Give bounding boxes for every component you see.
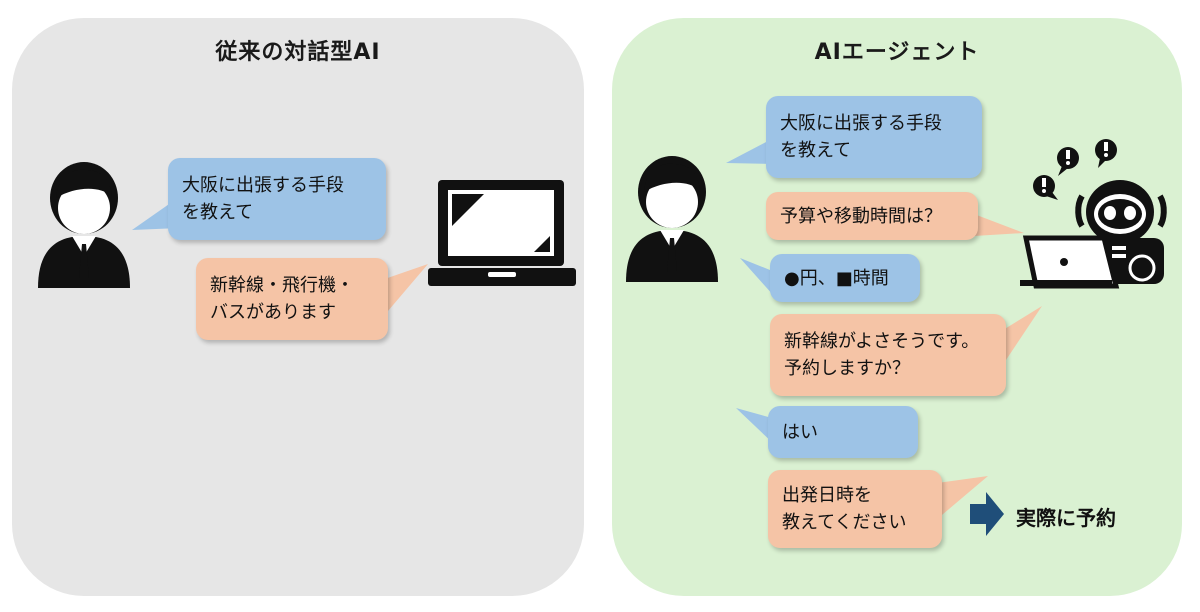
actual-booking-label: 実際に予約 [1016,506,1116,530]
robot-icon [1020,180,1167,289]
person-icon-agent [626,156,718,282]
ai-reply-bubble: 新幹線・飛行機・ バスがあります [196,258,388,340]
agent-ai-message-1: 予算や移動時間は？ [766,192,978,240]
ai-reply-text: 新幹線・飛行機・ バスがあります [210,275,354,323]
exclamation-icon [1033,139,1117,200]
agent-ai-message-3-text: 出発日時を 教えてください [782,485,907,533]
agent-user-tail-3 [736,408,776,446]
agent-ai-message-3: 出発日時を 教えてください [768,470,942,548]
agent-user-message-3-text: はい [782,421,818,443]
person-icon [38,162,130,288]
traditional-ai-title: 従来の対話型AI [215,40,381,65]
arrow-right-icon [970,492,1004,536]
user-message-bubble: 大阪に出張する手段 を教えて [168,158,386,240]
agent-user-message-1-text: 大阪に出張する手段 を教えて [780,113,942,161]
agent-ai-tail-3 [930,476,988,520]
agent-user-message-2-text: ●円、■時間 [784,267,889,289]
agent-ai-message-1-text: 予算や移動時間は？ [780,205,942,227]
agent-user-tail-1 [726,140,776,164]
ai-bubble-tail [376,264,428,318]
agent-user-tail-2 [740,258,774,296]
agent-ai-tail-1 [974,214,1024,236]
laptop-icon [428,180,576,286]
agent-ai-message-2: 新幹線がよさそうです。 予約しますか？ [770,314,1006,396]
ai-agent-title: AIエージェント [814,40,980,65]
agent-user-message-3: はい [768,406,918,458]
agent-user-message-2: ●円、■時間 [770,254,920,302]
user-message-text: 大阪に出張する手段 を教えて [182,175,344,223]
agent-user-message-1: 大阪に出張する手段 を教えて [766,96,982,178]
agent-ai-message-2-text: 新幹線がよさそうです。 予約しますか？ [784,331,980,379]
